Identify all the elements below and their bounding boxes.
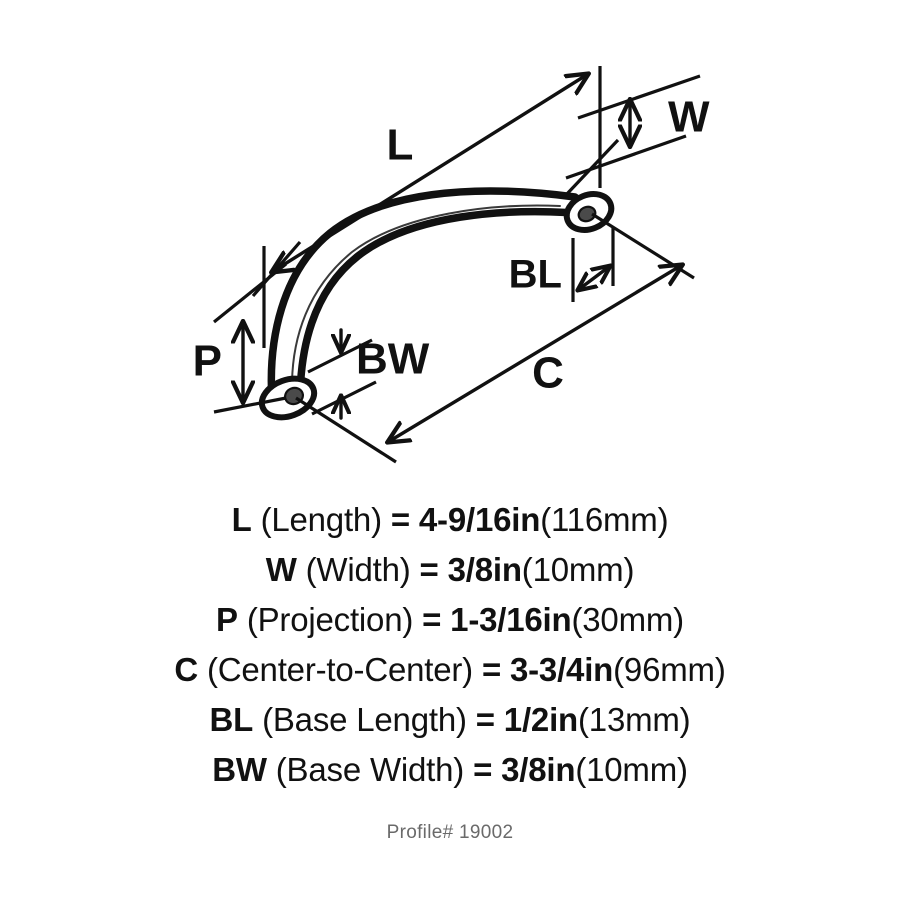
- spec-metric-center-to-center: (96mm): [613, 651, 726, 688]
- spec-code-projection: P: [216, 601, 238, 638]
- spec-row-projection: P (Projection) = 1-3/16in(30mm): [0, 595, 900, 645]
- spec-name-length: (Length): [260, 501, 383, 538]
- spec-metric-width: (10mm): [521, 551, 635, 588]
- projection-label: P: [193, 337, 222, 386]
- spec-imperial-base-width: 3/8in: [501, 751, 576, 788]
- spec-row-center-to-center: C (Center-to-Center) = 3-3/4in(96mm): [0, 645, 900, 695]
- spec-imperial-width: 3/8in: [447, 551, 522, 588]
- left-end-foot: [258, 375, 318, 421]
- spec-code-length: L: [231, 501, 252, 538]
- base-length-dim-line: [578, 266, 610, 290]
- width-ext-lower: [565, 134, 687, 180]
- spec-code-base-length: BL: [209, 701, 254, 738]
- spec-eq-width: =: [419, 551, 439, 588]
- dimension-projection: P: [193, 246, 288, 414]
- ctc-dim-line: [388, 265, 682, 442]
- spec-metric-projection: (30mm): [571, 601, 684, 638]
- spec-eq-base-width: =: [473, 751, 493, 788]
- spec-imperial-center-to-center: 3-3/4in: [509, 651, 614, 688]
- spec-row-width: W (Width) = 3/8in(10mm): [0, 545, 900, 595]
- spec-row-base-length: BL (Base Length) = 1/2in(13mm): [0, 695, 900, 745]
- dimension-length: L: [251, 74, 620, 298]
- dimension-width: W: [565, 66, 710, 188]
- spec-row-base-width: BW (Base Width) = 3/8in(10mm): [0, 745, 900, 795]
- spec-name-center-to-center: (Center-to-Center): [206, 651, 473, 688]
- dimension-base-width: BW: [307, 328, 430, 420]
- spec-code-base-width: BW: [212, 751, 267, 788]
- dimension-center-to-center: C: [295, 212, 695, 464]
- base-width-ext-upper: [307, 338, 373, 374]
- spec-name-width: (Width): [305, 551, 411, 588]
- base-length-label: BL: [509, 253, 562, 297]
- spec-code-width: W: [265, 551, 297, 588]
- spec-eq-center-to-center: =: [481, 651, 502, 688]
- dimension-base-length: BL: [509, 228, 615, 302]
- ctc-ext-left: [295, 396, 397, 464]
- spec-name-projection: (Projection): [246, 601, 414, 638]
- spec-row-length: L (Length) = 4-9/16in(116mm): [0, 495, 900, 545]
- spec-name-base-length: (Base Length): [262, 701, 467, 738]
- profile-number: Profile# 19002: [386, 822, 514, 843]
- projection-ext-top: [212, 262, 288, 324]
- spec-code-center-to-center: C: [174, 651, 199, 688]
- width-label: W: [668, 93, 710, 142]
- base-width-ext-lower: [311, 380, 377, 416]
- specification-list: L (Length) = 4-9/16in(116mm) W (Width) =…: [0, 495, 900, 795]
- spec-eq-length: =: [390, 501, 410, 538]
- center-to-center-label: C: [532, 349, 564, 398]
- spec-imperial-projection: 1-3/16in: [450, 601, 572, 638]
- product-dimension-drawing: L W P: [193, 66, 710, 464]
- spec-imperial-base-length: 1/2in: [503, 701, 578, 738]
- drawing-svg: L W P: [193, 66, 710, 464]
- spec-eq-projection: =: [422, 601, 442, 638]
- spec-metric-base-length: (13mm): [578, 701, 691, 738]
- spec-eq-base-length: =: [475, 701, 495, 738]
- spec-metric-base-width: (10mm): [575, 751, 688, 788]
- base-width-label: BW: [356, 335, 430, 384]
- spec-metric-length: (116mm): [540, 501, 669, 538]
- spec-name-base-width: (Base Width): [275, 751, 465, 788]
- spec-imperial-length: 4-9/16in: [418, 501, 541, 538]
- length-dim-line: [272, 74, 588, 272]
- length-label: L: [387, 121, 414, 170]
